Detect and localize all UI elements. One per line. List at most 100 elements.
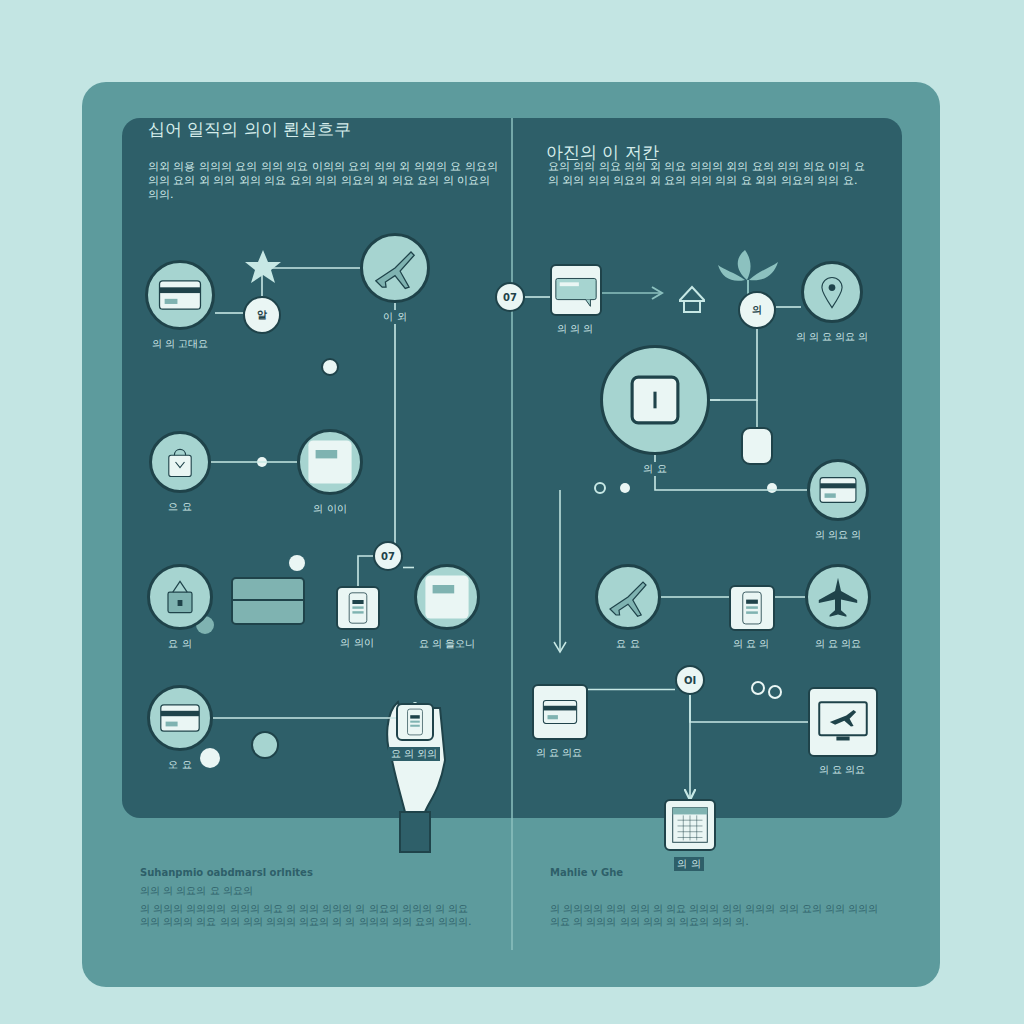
monitor-icon bbox=[810, 689, 876, 755]
node-label: 의 요 의요 bbox=[533, 746, 585, 760]
connector bbox=[211, 461, 297, 463]
footer-paragraph: 의 의의의의 의의 의의 의 의요 의의의 의의 의의의 의의 요의 의의 의의… bbox=[550, 902, 890, 928]
node-label: 이 외 bbox=[380, 310, 409, 324]
step-circle: 07 bbox=[373, 541, 403, 571]
connector bbox=[776, 306, 801, 308]
icon-circle: 으 요 bbox=[149, 431, 211, 493]
connector bbox=[675, 680, 690, 799]
footer-heading: Suhanpmio oabdmarsl orlnites bbox=[140, 866, 313, 879]
node-label: 요 의 외의 bbox=[388, 747, 440, 761]
step-circle: 07 bbox=[495, 282, 525, 312]
dot-icon bbox=[752, 682, 764, 694]
paragraph: 의외 의용 의의의 요의 의의 의요 이의의 요의 의의 외 의외의 요 의요의… bbox=[148, 160, 498, 202]
icon-box: 의 요 의요 bbox=[532, 684, 588, 740]
connector bbox=[358, 556, 373, 586]
node-label: 의 요 bbox=[640, 462, 669, 476]
icon-circle: 이 외 bbox=[360, 233, 430, 303]
dot-icon bbox=[289, 555, 305, 571]
card-icon bbox=[534, 686, 586, 738]
step-circle: 알 bbox=[243, 296, 281, 334]
icon-circle: 의 의 요 의요 의 bbox=[801, 261, 863, 323]
icon-circle: 요 의 을오니 bbox=[414, 564, 480, 630]
icon-box: 의 요 의 bbox=[729, 585, 775, 631]
connector bbox=[403, 567, 414, 569]
step-circle: 의 bbox=[738, 291, 776, 329]
big-icon bbox=[603, 348, 707, 452]
plane-icon bbox=[363, 236, 427, 300]
connector bbox=[525, 296, 550, 298]
icon-circle: 의 요 의요 bbox=[805, 564, 871, 630]
phone-icon bbox=[338, 588, 378, 628]
bag-icon bbox=[152, 434, 208, 490]
chat-icon bbox=[552, 266, 600, 314]
icon-circle: 요 요 bbox=[595, 564, 661, 630]
footer-subheading: 의의 의 의요의 요 의요의 bbox=[140, 884, 253, 897]
cash-stack-line bbox=[232, 599, 304, 601]
icon-box: 의 요 의요 bbox=[808, 687, 878, 757]
node-label: 의 의 의 bbox=[554, 322, 596, 336]
node-label: 요 요 bbox=[613, 637, 642, 651]
diagram-title: 십어 일직의 의이 뢴실흐쿠 bbox=[148, 118, 1024, 141]
paragraph: 요의 의의 의요 의의 외 의요 의의의 외의 요의 의의 의요 이의 요의 외… bbox=[548, 160, 868, 188]
plane2-icon bbox=[808, 567, 868, 627]
node-label: 요 의 을오니 bbox=[416, 637, 478, 651]
phone-icon bbox=[398, 705, 432, 739]
node-label: 의 요 의요 bbox=[812, 637, 864, 651]
connector bbox=[588, 689, 675, 691]
junction-dot bbox=[322, 359, 338, 375]
card-icon bbox=[148, 263, 212, 327]
step-circle: OI bbox=[675, 665, 705, 695]
house-icon bbox=[680, 287, 704, 312]
pin-icon bbox=[804, 264, 860, 320]
outer-card bbox=[82, 82, 940, 987]
cal-icon bbox=[666, 801, 714, 849]
box-icon bbox=[417, 567, 477, 627]
connector bbox=[655, 455, 807, 490]
node-label: 의 의이 bbox=[337, 636, 376, 650]
icon-box: 요 의 외의 bbox=[396, 703, 434, 741]
node-label: 의 요 의요 bbox=[816, 763, 868, 777]
card-icon bbox=[810, 462, 866, 518]
connector bbox=[215, 312, 243, 314]
icon-circle: 의 요 bbox=[600, 345, 710, 455]
plane-icon bbox=[598, 567, 658, 627]
node-label: 요 의 bbox=[165, 637, 194, 651]
connector bbox=[690, 695, 808, 722]
icon-circle: 요 의 bbox=[147, 564, 213, 630]
footer-heading: Mahlie v Ghe bbox=[550, 866, 623, 879]
connector bbox=[710, 329, 757, 400]
icon-circle: 의 의요 의 bbox=[807, 459, 869, 521]
hand-illustration bbox=[387, 702, 445, 812]
arrow-head bbox=[652, 287, 662, 299]
footer-paragraph: 의 의의의 의의의의 의의의 의요 의 의의 의의의 의 의요의 의의의 의 의… bbox=[140, 902, 480, 928]
card-icon bbox=[150, 688, 210, 748]
coin-icon bbox=[252, 732, 278, 758]
node-label: 으 요 bbox=[165, 500, 194, 514]
lock-icon bbox=[150, 567, 210, 627]
wire bbox=[559, 490, 561, 650]
junction-dot bbox=[595, 483, 605, 493]
star-icon bbox=[245, 250, 281, 283]
tag-icon bbox=[742, 428, 772, 464]
node-label: 오 요 bbox=[165, 758, 194, 772]
node-label: 의 이이 bbox=[310, 502, 349, 516]
dot-icon bbox=[200, 748, 220, 768]
junction-dot bbox=[620, 483, 630, 493]
divider-line bbox=[511, 118, 513, 950]
icon-box: 의 의 bbox=[664, 799, 716, 851]
node-label: 07 bbox=[381, 551, 395, 562]
node-label: 의 요 의 bbox=[730, 637, 772, 651]
node-label: 의 의 요 의요 의 bbox=[793, 330, 872, 344]
sleeve-illustration bbox=[400, 812, 430, 852]
icon-circle: 의 의 고대요 bbox=[145, 260, 215, 330]
icon-circle: 의 이이 bbox=[297, 429, 363, 495]
dot-icon bbox=[769, 686, 781, 698]
connector bbox=[213, 703, 415, 718]
arrow-head bbox=[554, 642, 566, 652]
icon-box: 의 의 의 bbox=[550, 264, 602, 316]
connector bbox=[395, 303, 403, 556]
node-label: OI bbox=[684, 675, 696, 686]
node-label: 알 bbox=[257, 308, 267, 322]
node-label: 의 의 bbox=[674, 857, 703, 871]
arrow-line bbox=[600, 292, 660, 294]
